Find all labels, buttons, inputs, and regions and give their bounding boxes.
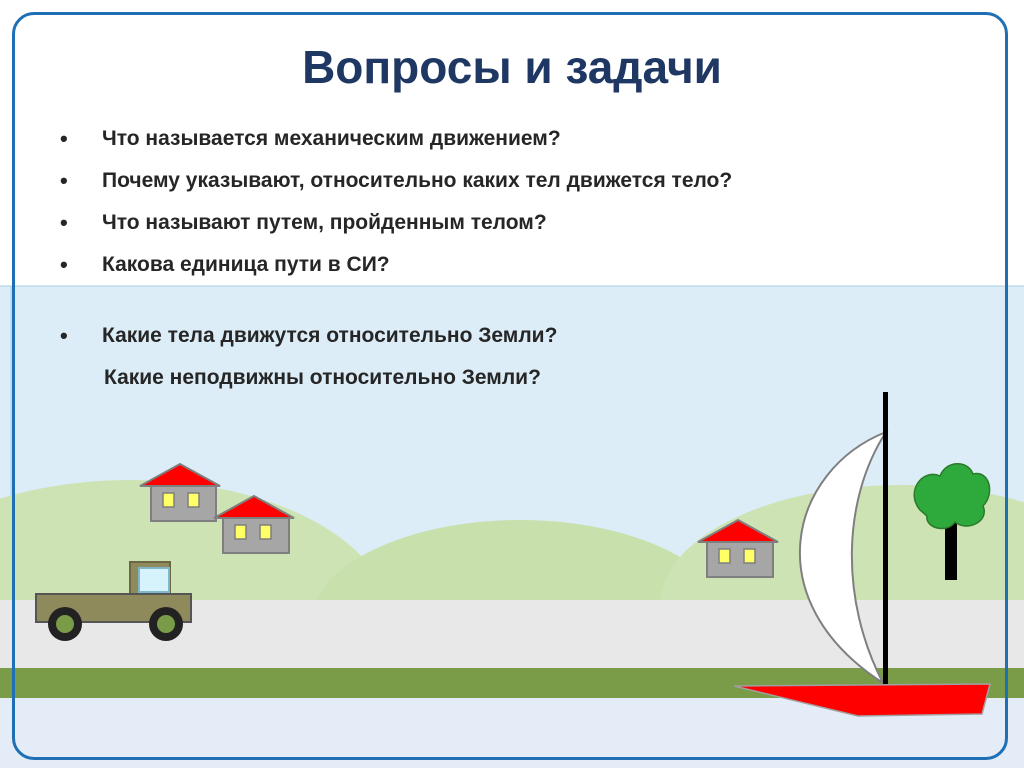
scene-question: • Какие тела движутся относительно Земли?… xyxy=(60,315,557,399)
question-text: Какова единица пути в СИ? xyxy=(102,253,390,276)
question-text: Что называют путем, пройденным телом? xyxy=(102,211,547,234)
question-item: • Что называется механическим движением? xyxy=(60,118,732,160)
slide-title: Вопросы и задачи xyxy=(302,41,722,93)
question-list: •Что называется механическим движением? … xyxy=(60,118,732,286)
truck-icon xyxy=(35,561,192,641)
question-text: Какие тела движутся относительно Земли? xyxy=(102,324,558,347)
bullet-icon: • xyxy=(60,126,68,151)
sailboat-icon xyxy=(733,392,991,717)
question-item: • Какова единица пути в СИ? xyxy=(60,244,732,286)
scene-question-line-1: • Какие тела движутся относительно Земли? xyxy=(60,315,557,357)
question-item: • Что называют путем, пройденным телом? xyxy=(60,202,732,244)
question-text: Почему указывают, относительно каких тел… xyxy=(102,169,733,192)
bullet-icon: • xyxy=(60,252,68,277)
bullet-icon: • xyxy=(60,323,68,348)
bullet-icon: • xyxy=(60,210,68,235)
question-text: Что называется механическим движением? xyxy=(102,127,561,150)
scene-question-line-2: Какие неподвижны относительно Земли? xyxy=(104,366,541,389)
house-icon xyxy=(213,494,295,554)
tree-icon xyxy=(913,463,991,580)
house-icon xyxy=(697,518,779,578)
house-icon xyxy=(139,462,221,522)
question-item: • Почему указывают, относительно каких те… xyxy=(60,160,732,202)
bullet-icon: • xyxy=(60,168,68,193)
